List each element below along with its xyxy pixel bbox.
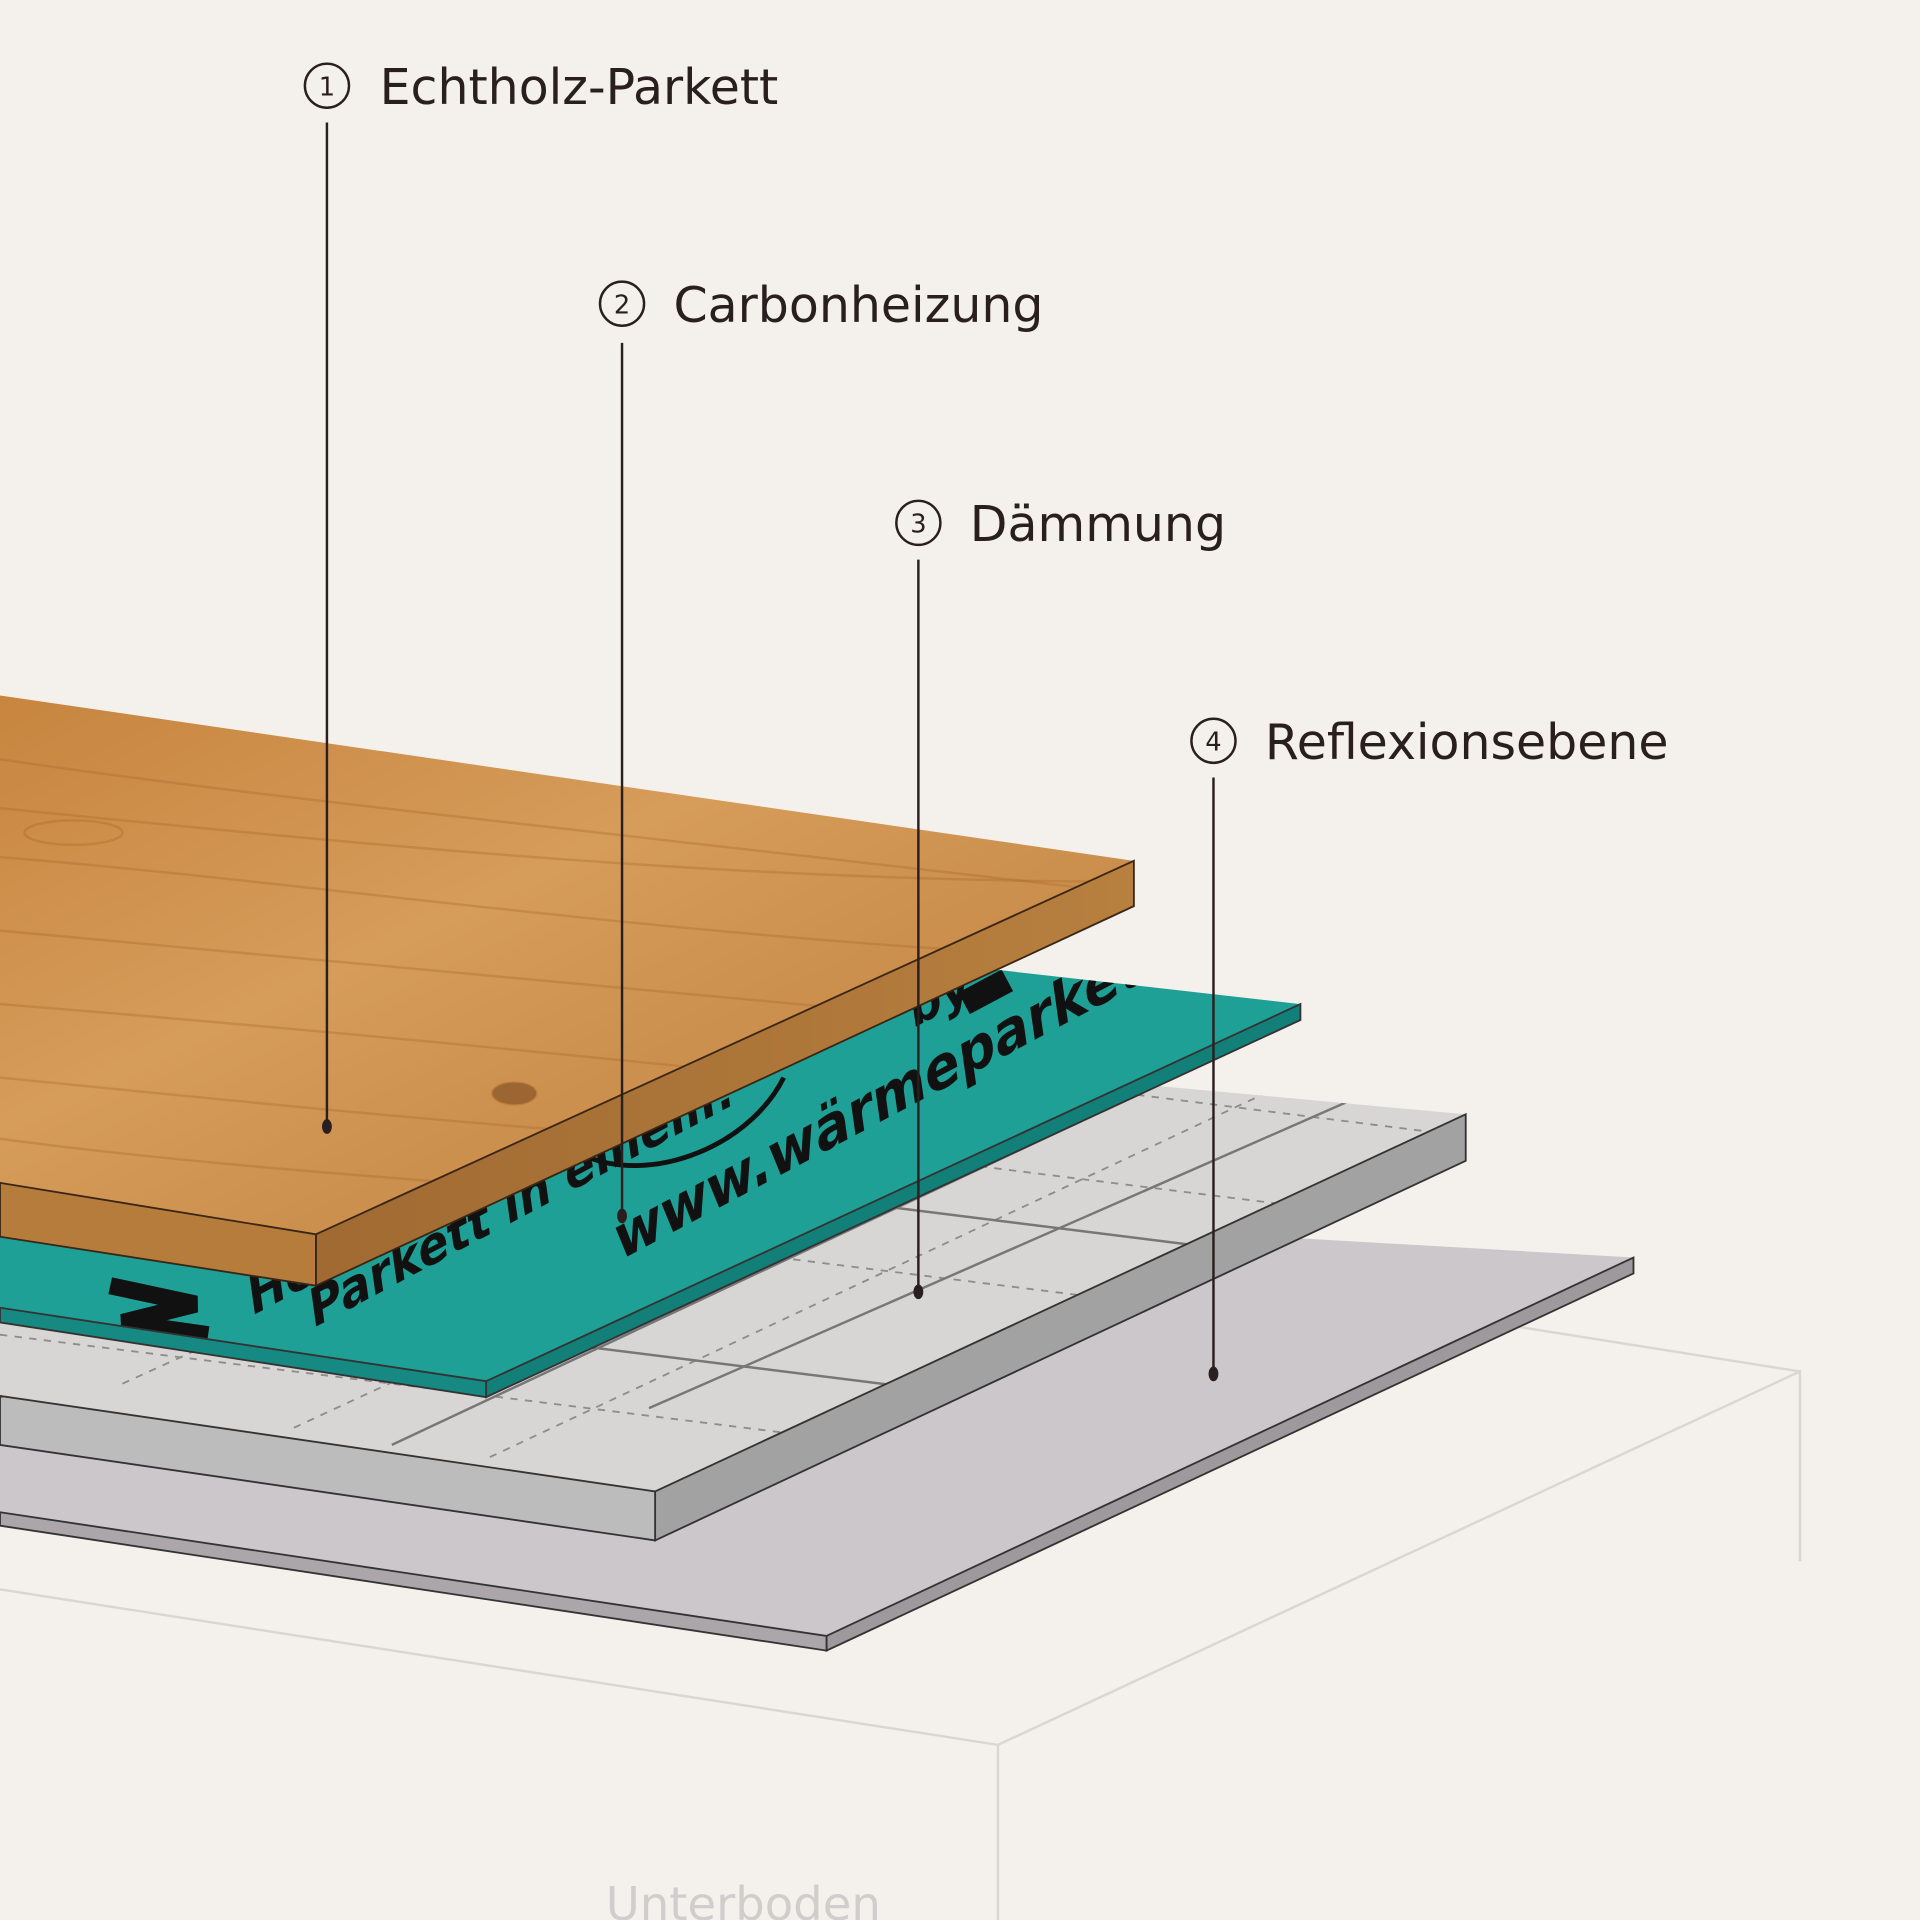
callout-label: Dämmung (970, 496, 1226, 553)
subfloor-label: Unterboden (606, 1877, 881, 1920)
callout-label: Carbonheizung (673, 277, 1043, 334)
wood-parquet-layer (0, 695, 1135, 1288)
subfloor-block (0, 1323, 1802, 1920)
callout-1: 1 Echtholz-Parkett (303, 59, 779, 1134)
callout-2: 2 Carbonheizung (598, 277, 1044, 1224)
callout-3: 3 Dämmung (895, 496, 1226, 1300)
callout-number: 2 (614, 290, 630, 320)
callout-number: 4 (1205, 728, 1221, 758)
callout-label: Reflexionsebene (1265, 714, 1669, 771)
callout-label: Echtholz-Parkett (380, 59, 779, 116)
callout-4: 4 Reflexionsebene (1190, 714, 1669, 1382)
callout-number: 1 (319, 73, 335, 103)
callout-number: 3 (910, 510, 926, 540)
